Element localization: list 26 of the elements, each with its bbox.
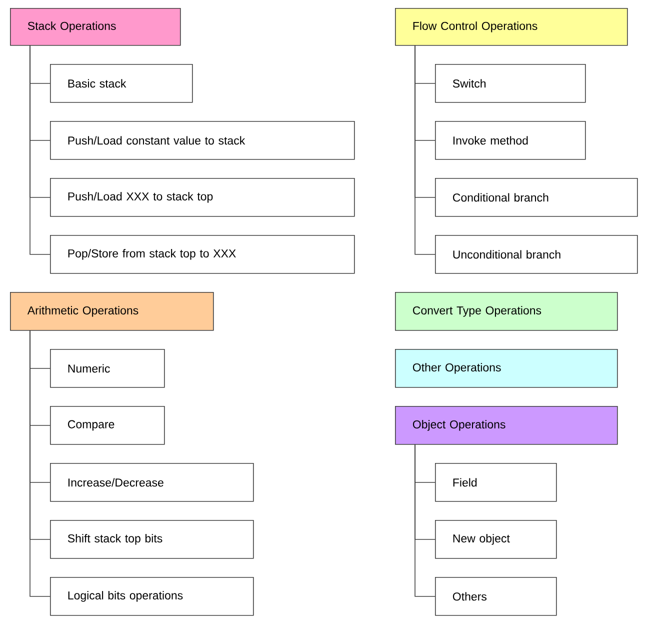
operation-box: Numeric (50, 349, 165, 388)
operation-box: Invoke method (435, 121, 586, 160)
operation-box: Increase/Decrease (50, 463, 254, 502)
category-box: Arithmetic Operations (10, 292, 214, 331)
category-box: Flow Control Operations (395, 8, 628, 46)
operation-box: Pop/Store from stack top to XXX (50, 235, 355, 274)
operation-box: Field (435, 463, 557, 502)
tree-connector (30, 330, 50, 597)
category-box: Object Operations (395, 406, 618, 445)
operation-box: Shift stack top bits (50, 520, 254, 559)
operation-box: Push/Load constant value to stack (50, 121, 355, 160)
tree-connector (414, 444, 436, 597)
operation-box: Logical bits operations (50, 577, 254, 616)
tree-connector (414, 45, 436, 255)
category-box: Other Operations (395, 349, 618, 388)
category-box: Convert Type Operations (395, 292, 618, 331)
operation-box: Basic stack (50, 64, 193, 103)
operation-box: Compare (50, 406, 165, 445)
category-box: Stack Operations (10, 8, 181, 46)
tree-connector (30, 45, 50, 255)
operation-box: Unconditional branch (435, 235, 638, 274)
operation-box: Switch (435, 64, 586, 103)
operation-box: Push/Load XXX to stack top (50, 178, 355, 217)
operation-box: Others (435, 577, 557, 616)
operation-box: Conditional branch (435, 178, 638, 217)
operation-box: New object (435, 520, 557, 559)
